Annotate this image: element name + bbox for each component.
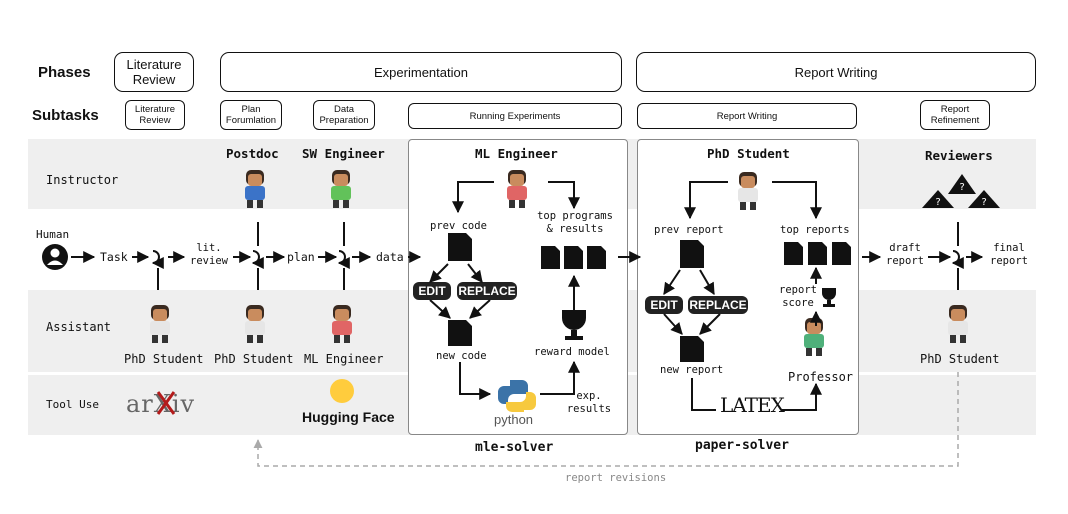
mle-arrow-replace-in — [467, 263, 483, 283]
phd-student-avatar-1 — [150, 305, 170, 343]
subtask-literature-review: Literature Review — [125, 100, 185, 130]
subtasks-header: Subtasks — [32, 107, 99, 124]
ml-engineer-avatar-2 — [332, 305, 352, 343]
agent-label-phd-student-final: PhD Student — [920, 352, 1000, 366]
mle-top-programs-label: top programs & results — [537, 210, 613, 235]
phd-student-avatar-final — [948, 305, 968, 343]
human-icon — [42, 244, 68, 270]
phase-report-writing: Report Writing — [636, 52, 1036, 92]
mle-solver-name: mle-solver — [475, 440, 554, 455]
agent-label-phd-student-instructor: PhD Student — [707, 146, 790, 161]
latex-logo-text: LATEX — [720, 393, 785, 417]
mle-arrow-to-prev — [452, 181, 494, 214]
paper-arrow-edit-in — [663, 269, 681, 295]
paper-edit-button: EDIT — [645, 296, 683, 314]
cycle-icon-3 — [337, 250, 350, 269]
flow-draft-report: draft report — [886, 242, 924, 267]
flow-plan: plan — [287, 250, 315, 264]
svg-text:?: ? — [935, 197, 941, 208]
mle-prev-code-file-icon — [448, 233, 472, 261]
mle-arrow-python-reward — [540, 360, 580, 395]
agent-label-ml-engineer-assistant: ML Engineer — [304, 352, 384, 366]
paper-prev-report-label: prev report — [654, 224, 724, 236]
python-caption: python — [494, 412, 534, 427]
paper-arrow-replace-out — [699, 313, 721, 335]
subtask-plan-formulation: Plan Forumlation — [220, 100, 282, 130]
mle-arrow-replace-out — [469, 299, 491, 319]
subtask-report-writing: Report Writing — [637, 103, 857, 129]
report-revisions-loop — [253, 372, 959, 467]
subtask-data-preparation: Data Preparation — [313, 100, 375, 130]
flow-data: data — [376, 250, 404, 264]
svg-text:?: ? — [959, 182, 965, 193]
mle-arrow-edit-in — [429, 263, 449, 283]
phase-literature-review: Literature Review — [114, 52, 194, 92]
paper-arrow-newreport-latex — [691, 378, 716, 411]
mle-reward-model-label: reward model — [534, 346, 610, 358]
mle-prev-code-label: prev code — [430, 220, 487, 232]
agent-label-postdoc: Postdoc — [226, 146, 279, 161]
agent-label-phd-student-1: PhD Student — [124, 352, 204, 366]
agent-label-reviewers: Reviewers — [925, 148, 993, 163]
agent-label-phd-student-2: PhD Student — [214, 352, 294, 366]
paper-prev-report-file-icon — [680, 240, 704, 268]
svg-text:?: ? — [981, 197, 987, 208]
row-label-instructor: Instructor — [46, 173, 119, 187]
mle-edit-button: EDIT — [413, 282, 451, 300]
row-label-tool-use: Tool Use — [46, 398, 99, 411]
reward-model-trophy-icon — [562, 310, 586, 340]
cycle-icon-4 — [951, 250, 964, 269]
professor-avatar — [804, 318, 824, 356]
hugging-face-label: Hugging Face — [302, 409, 395, 425]
reviewers-icon: ? ? ? — [922, 174, 1000, 208]
paper-arrow-to-prev — [684, 181, 728, 220]
row-label-assistant: Assistant — [46, 320, 112, 334]
paper-arrow-to-top — [772, 181, 822, 220]
flow-final-report: final report — [990, 242, 1028, 267]
flow-task: Task — [100, 250, 128, 264]
phd-student-avatar — [738, 172, 758, 210]
paper-arrow-latex-professor — [782, 382, 822, 411]
mle-new-code-label: new code — [436, 350, 487, 362]
mle-arrow-edit-out — [429, 299, 451, 319]
ml-engineer-avatar — [507, 170, 527, 208]
postdoc-avatar — [245, 170, 265, 208]
mle-exp-results-label: exp. results — [566, 390, 612, 415]
hugging-face-icon — [330, 379, 354, 403]
agent-label-ml-engineer-instructor: ML Engineer — [475, 146, 558, 161]
mle-top-programs-file-icons — [541, 246, 606, 269]
mle-new-code-file-icon — [448, 320, 472, 346]
paper-replace-button: REPLACE — [688, 296, 748, 314]
flow-lit-review: lit. review — [190, 242, 228, 267]
phase-experimentation: Experimentation — [220, 52, 622, 92]
phases-header: Phases — [38, 64, 91, 81]
paper-report-score-label: report score — [779, 284, 817, 309]
subtask-running-experiments: Running Experiments — [408, 103, 622, 129]
report-revisions-label: report revisions — [565, 472, 667, 484]
paper-new-report-label: new report — [660, 364, 724, 376]
paper-solver-name: paper-solver — [695, 438, 789, 453]
sw-engineer-avatar — [331, 170, 351, 208]
mle-replace-button: REPLACE — [457, 282, 517, 300]
paper-top-reports-file-icons — [784, 242, 851, 265]
arxiv-x-icon — [156, 391, 176, 415]
paper-new-report-file-icon — [680, 336, 704, 362]
mle-arrow-to-top — [548, 181, 580, 210]
cycle-icon-1 — [151, 250, 164, 269]
cycle-icon-2 — [251, 250, 264, 269]
paper-top-reports-label: top reports — [780, 224, 850, 236]
paper-arrow-replace-in — [699, 269, 715, 296]
phd-student-avatar-2 — [245, 305, 265, 343]
subtask-report-refinement: Report Refinement — [920, 100, 990, 130]
mle-arrow-newcode-python — [459, 362, 492, 400]
row-label-human: Human — [36, 228, 70, 241]
agent-label-sw-engineer: SW Engineer — [302, 146, 385, 161]
paper-arrow-edit-out — [663, 313, 683, 335]
python-logo-icon — [498, 380, 536, 412]
report-score-trophy-icon — [822, 288, 836, 307]
latex-logo: LATEX — [720, 393, 785, 417]
agent-label-professor: Professor — [788, 370, 854, 384]
